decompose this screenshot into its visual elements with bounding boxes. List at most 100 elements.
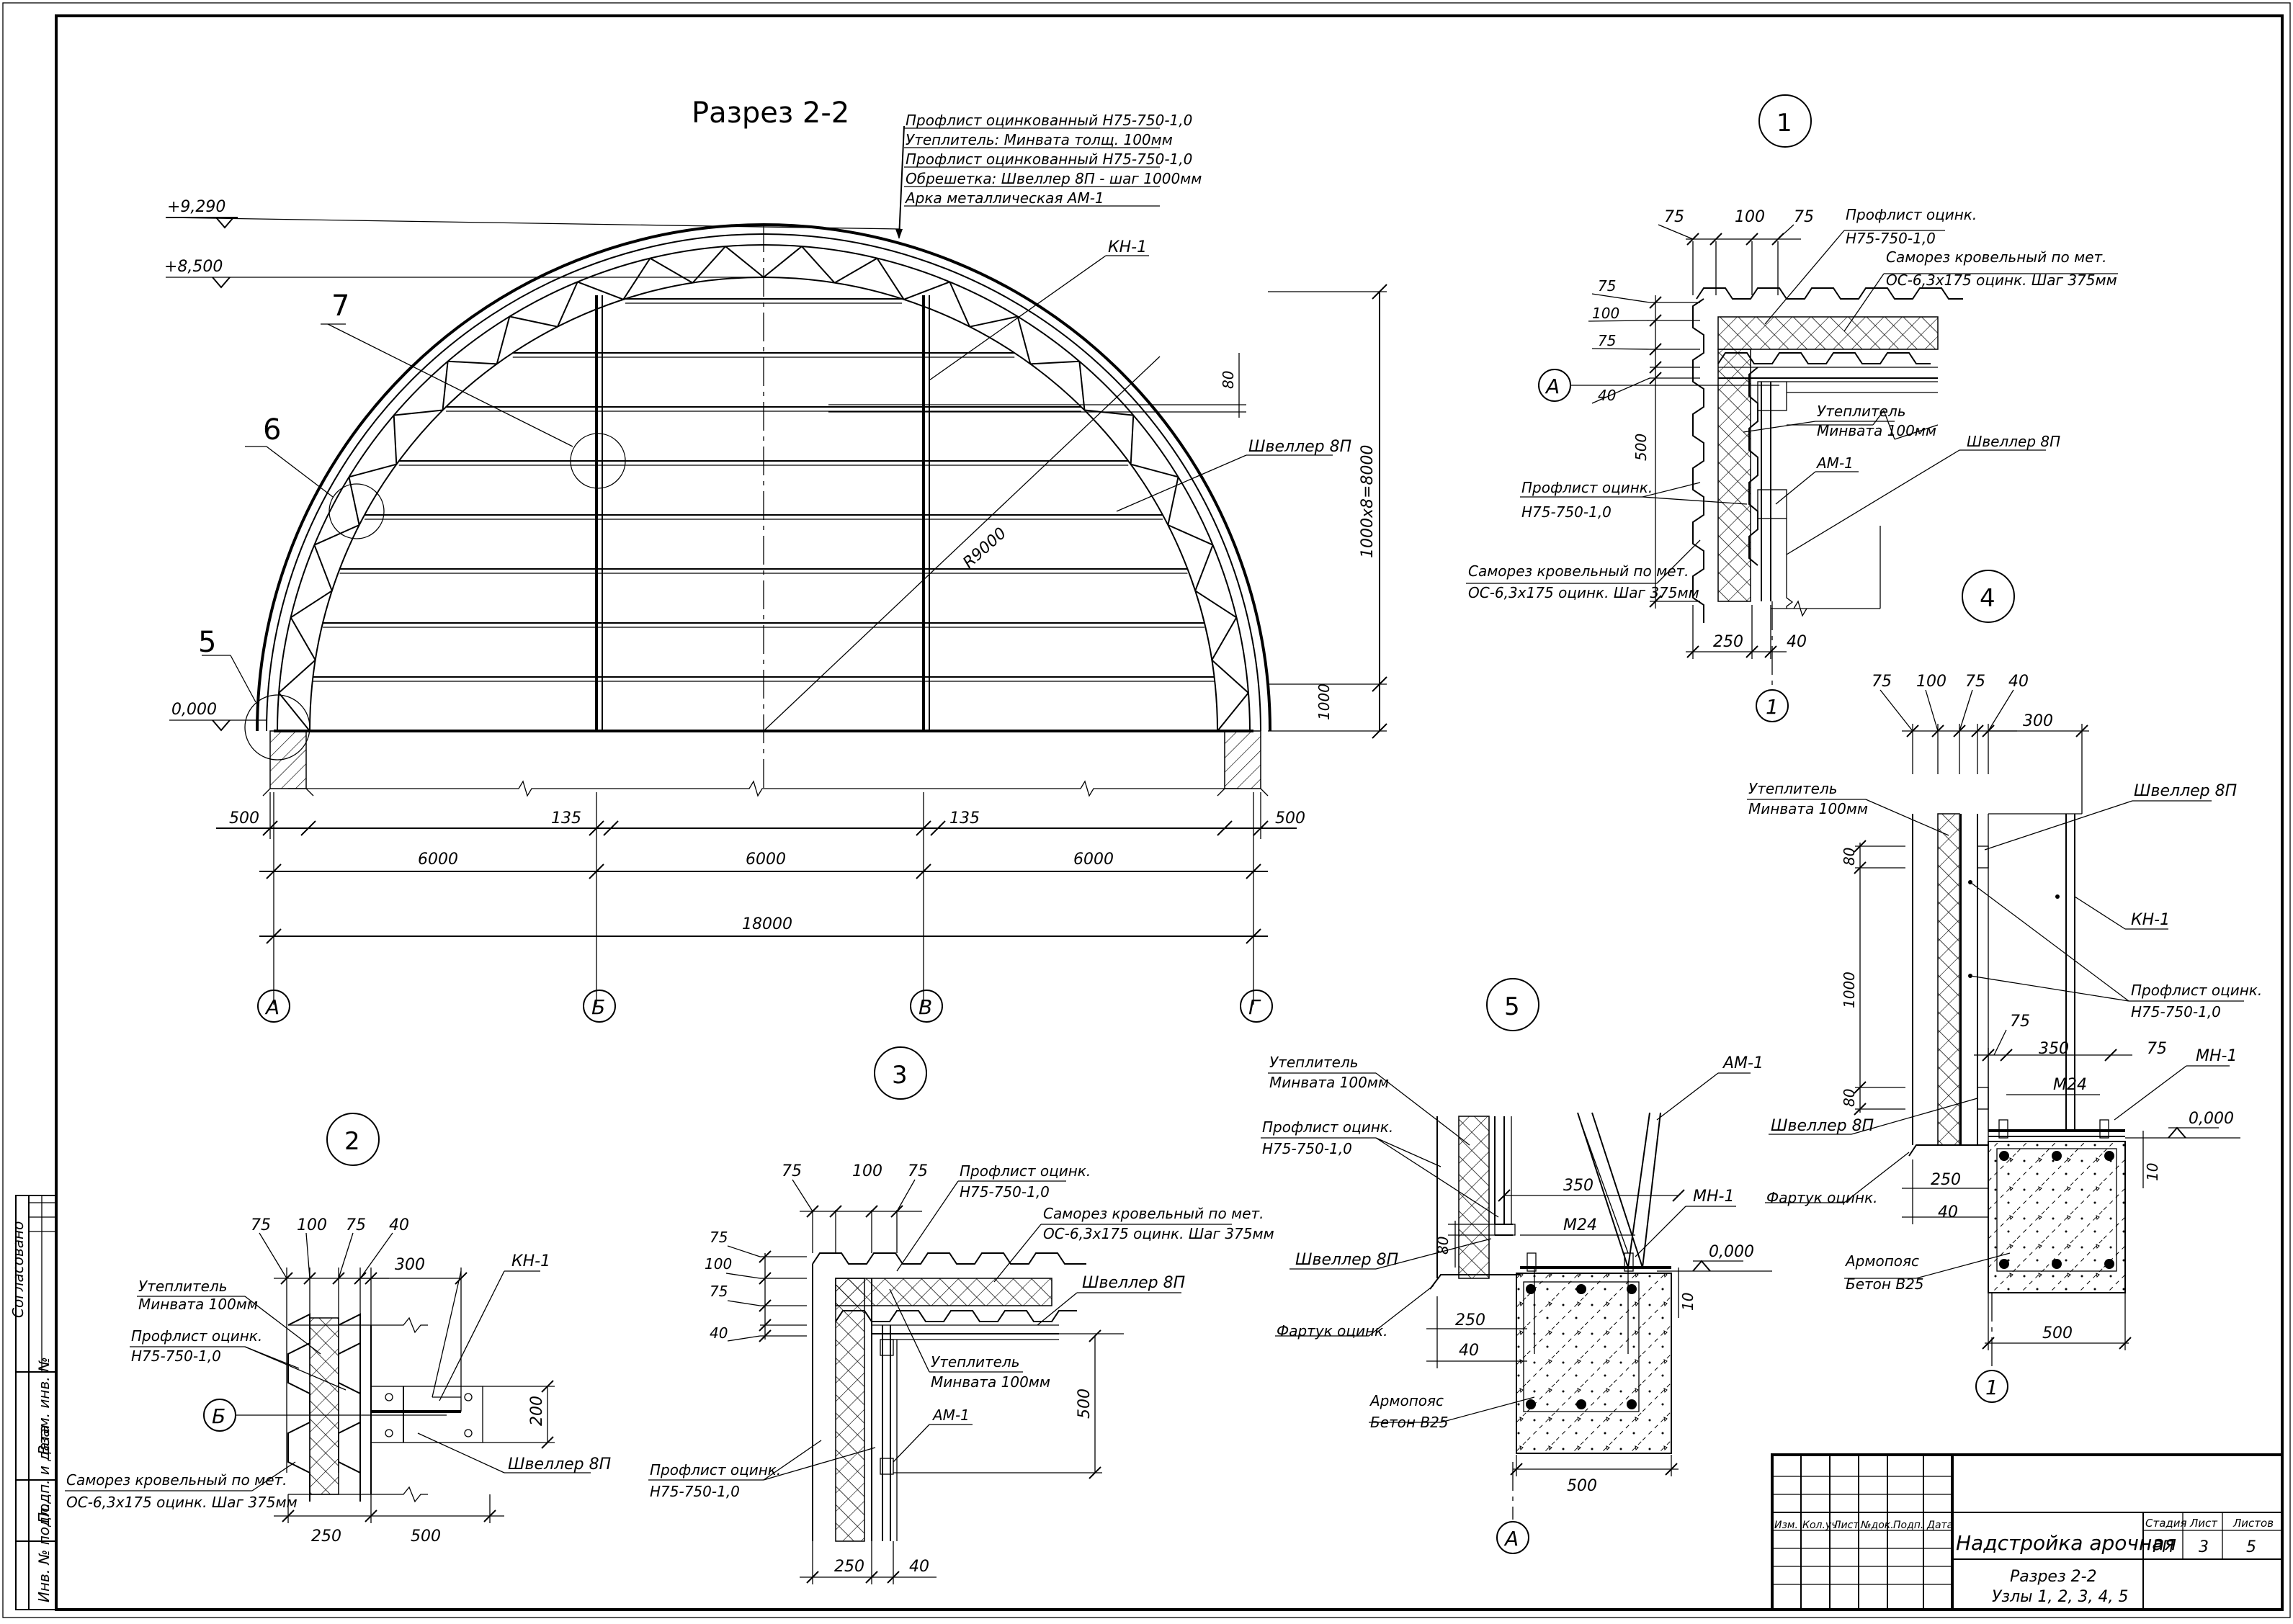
axis-b: Б [591,995,605,1019]
node3-prof-bot-2: Н75-750-1,0 [650,1483,740,1500]
node2-dim-75a: 75 [251,1216,271,1234]
grid-axes: А Б В Г [257,990,1273,1023]
arch-structure: R9000 [256,223,1271,792]
level-marks: +9,290 +8,500 0,000 [164,198,901,732]
node4-ins-1: Утеплитель [1748,780,1838,797]
truss-diagonal [290,590,333,619]
node-3-number: 3 [892,1061,908,1090]
stamp-col-kol: Кол.уч [1802,1520,1837,1531]
node4-dim-75b-base: 75 [2147,1040,2167,1058]
node-5-marker [244,694,310,761]
node1-screw-left-1: Саморез кровельный по мет. [1468,562,1689,580]
truss-diagonal [622,258,651,300]
node2-channel: Швеллер 8П [508,1455,611,1473]
truss-diagonal [1030,360,1080,365]
purlins [313,298,1215,682]
truss-diagonal [1167,524,1214,546]
stamp-sheets-h: Листов [2232,1517,2274,1530]
node4-belt-2: Бетон В25 [1846,1275,1924,1293]
node1-dim-250: 250 [1713,633,1743,651]
node5-am: АМ-1 [1722,1054,1764,1072]
node4-prof-1: Профлист оцинк. [2131,982,2262,999]
node1-prof-left-1: Профлист оцинк. [1521,479,1653,496]
node4-ins-2: Минвата 100мм [1748,800,1868,817]
approved-label: Согласовано [9,1221,27,1318]
layer-3: Профлист оцинкованный Н75-750-1,0 [906,151,1192,168]
node3-screw-1: Саморез кровельный по мет. [1043,1205,1264,1222]
node1-prof-top-2: Н75-750-1,0 [1846,230,1936,247]
sheet-frame [55,14,2284,1611]
truss-diagonal [278,692,310,732]
truss-diagonal [692,246,726,284]
node-ref-5: 5 [198,626,216,659]
dim-135-a: 135 [551,809,581,827]
truss-diagonal [1211,659,1249,694]
span-3: 6000 [1073,851,1114,869]
truss-diagonal [1016,316,1032,364]
node4-dim-75b: 75 [1965,673,1985,691]
node2-screw-2: ОС-6,3х175 оцинк. Шаг 375мм [66,1494,298,1511]
node1-dim-75b: 75 [1794,208,1814,226]
node-2-number: 2 [344,1127,360,1156]
truss-diagonal [649,257,693,284]
truss-diagonal [290,616,316,660]
node3-dim-100: 100 [852,1162,882,1180]
truss-diagonal [557,281,578,328]
section-2-2: Разрез 2-2 Профлист оцинкованный Н75-750… [164,97,1387,1023]
stamp-sheet-h: Лист [2189,1517,2218,1530]
truss-diagonal [509,315,558,328]
node5-ins-2: Минвата 100мм [1269,1074,1389,1091]
node1-screw-top-2: ОС-6,3х175 оцинк. Шаг 375мм [1886,272,2117,289]
truss-diagonal [903,281,950,300]
truss-diagonal [393,409,443,416]
node4-belt-1: Армопояс [1844,1252,1919,1270]
node4-flash: Фартук оцинк. [1766,1189,1877,1206]
node3-dim-l75a: 75 [710,1229,728,1246]
node1-ins-1: Утеплитель [1817,403,1906,420]
dim-135-b: 135 [949,809,980,827]
node5-flash: Фартук оцинк. [1277,1322,1387,1340]
node3-prof-top-1: Профлист оцинк. [960,1162,1091,1180]
node3-dim-75a: 75 [782,1162,802,1180]
span-total: 18000 [742,915,792,933]
stamp-col-sign: Подп. [1893,1520,1923,1531]
node4-kn: КН-1 [2131,911,2170,929]
arch-outer [256,223,1271,732]
inv-replace-label: Взам. инв. № [35,1357,53,1455]
node-4: 4 75 100 75 40 300 [1747,570,2262,1403]
truss-diagonal [278,659,316,694]
node2-ins-2: Минвата 100мм [138,1296,258,1313]
node5-dim-500: 500 [1567,1477,1597,1495]
span-1: 6000 [418,851,458,869]
node4-dim-100: 100 [1916,673,1946,691]
truss-diagonal [393,415,398,465]
node4-dim-10: 10 [2144,1163,2161,1181]
node5-axis-a: А [1503,1527,1519,1551]
truss-diagonal [1194,590,1237,619]
node5-ins-1: Утеплитель [1269,1054,1359,1071]
truss-diagonal [349,463,397,478]
node1-dim-100: 100 [1735,208,1765,226]
node1-dim-l100: 100 [1592,305,1619,322]
stamp-title: Надстройка арочная [1956,1531,2176,1555]
node1-ins-2: Минвата 100мм [1817,422,1936,439]
node5-belt-1: Армопояс [1369,1392,1444,1409]
node3-prof-bot-1: Профлист оцинк. [650,1461,781,1479]
channel-label: Швеллер 8П [1248,438,1351,456]
node5-dim-350: 350 [1563,1177,1594,1195]
node3-dim-l40: 40 [710,1324,728,1342]
stamp-col-doc: №док. [1860,1520,1894,1531]
truss-diagonal [577,281,624,300]
node4-dim-75a-base: 75 [2010,1013,2030,1031]
node5-level: 0,000 [1709,1243,1754,1261]
node5-dim-250: 250 [1455,1311,1485,1329]
node-1: 1 75 100 75 [1466,94,2118,722]
truss-diagonal [834,257,878,284]
level-zero: 0,000 [171,701,217,719]
level-top: +9,290 [167,198,225,216]
radius-line [763,356,1161,732]
level-mid: +8,500 [164,258,223,276]
height-dim: 1000х8=8000 [1359,445,1377,558]
sign-date-label: Подп. и дата [35,1425,53,1523]
dim-80: 80 [1220,371,1237,389]
